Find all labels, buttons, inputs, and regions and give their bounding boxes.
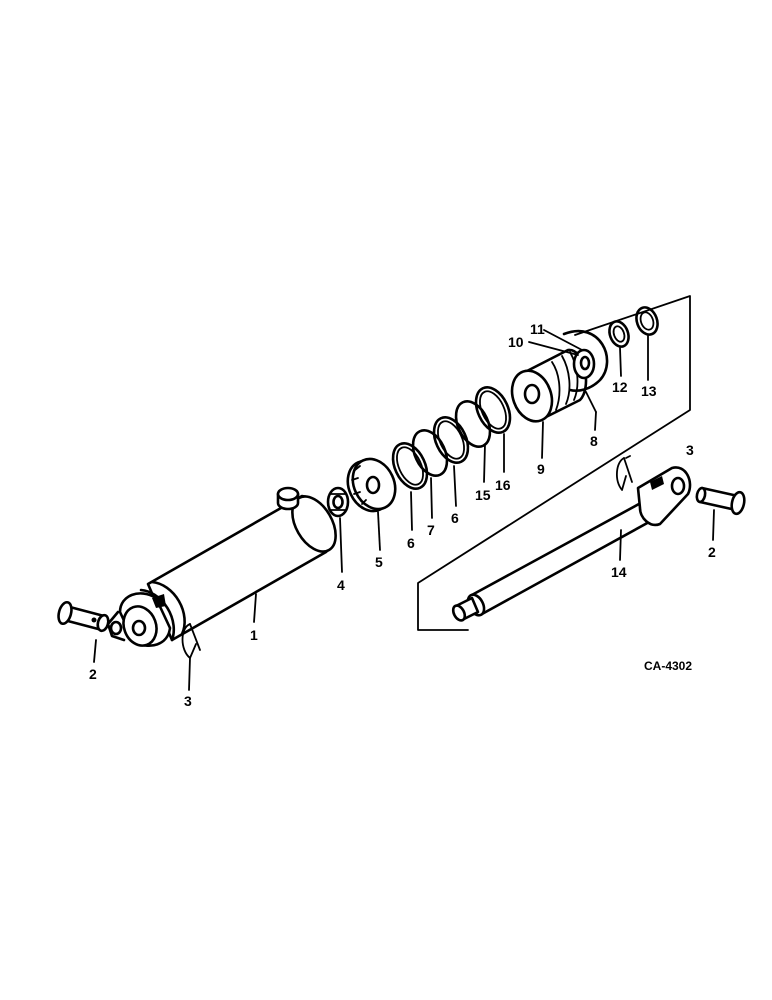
callout-2-left: 2	[89, 666, 97, 682]
hair-pin-right	[616, 457, 633, 491]
clevis-pin-left	[57, 600, 110, 633]
callout-6-b: 6	[451, 510, 459, 526]
callout-11: 11	[530, 321, 545, 337]
callout-15: 15	[475, 487, 491, 503]
callout-12: 12	[612, 379, 628, 395]
callout-9: 9	[537, 461, 545, 477]
snap-ring	[562, 329, 609, 413]
cylinder-barrel	[139, 486, 337, 642]
callout-8: 8	[590, 433, 598, 449]
callout-16: 16	[495, 477, 511, 493]
cylinder-clevis	[106, 592, 172, 647]
piston	[346, 457, 397, 513]
rings-12-13	[608, 306, 659, 348]
callout-7: 7	[427, 522, 435, 538]
callout-14: 14	[611, 564, 627, 580]
nut	[326, 486, 350, 518]
callout-4: 4	[337, 577, 345, 593]
leader-lines	[93, 329, 715, 691]
callout-6-a: 6	[407, 535, 415, 551]
figure-code: CA-4302	[644, 659, 692, 673]
callout-5: 5	[375, 554, 383, 570]
callouts: 1 2 3 4 5 6 7 6 15 16 9 8 10 11 12 13 3 …	[89, 321, 716, 709]
callout-1: 1	[250, 627, 258, 643]
callout-13: 13	[641, 383, 657, 399]
hair-pin-left	[181, 623, 201, 659]
seal-rings	[391, 386, 512, 490]
piston-rod	[451, 466, 692, 622]
callout-3-left: 3	[184, 693, 192, 709]
callout-2-right: 2	[708, 544, 716, 560]
assembly-bracket	[417, 295, 691, 631]
callout-10: 10	[508, 334, 524, 350]
callout-3-right: 3	[686, 442, 694, 458]
clevis-pin-right	[695, 486, 746, 516]
gland	[510, 348, 596, 423]
